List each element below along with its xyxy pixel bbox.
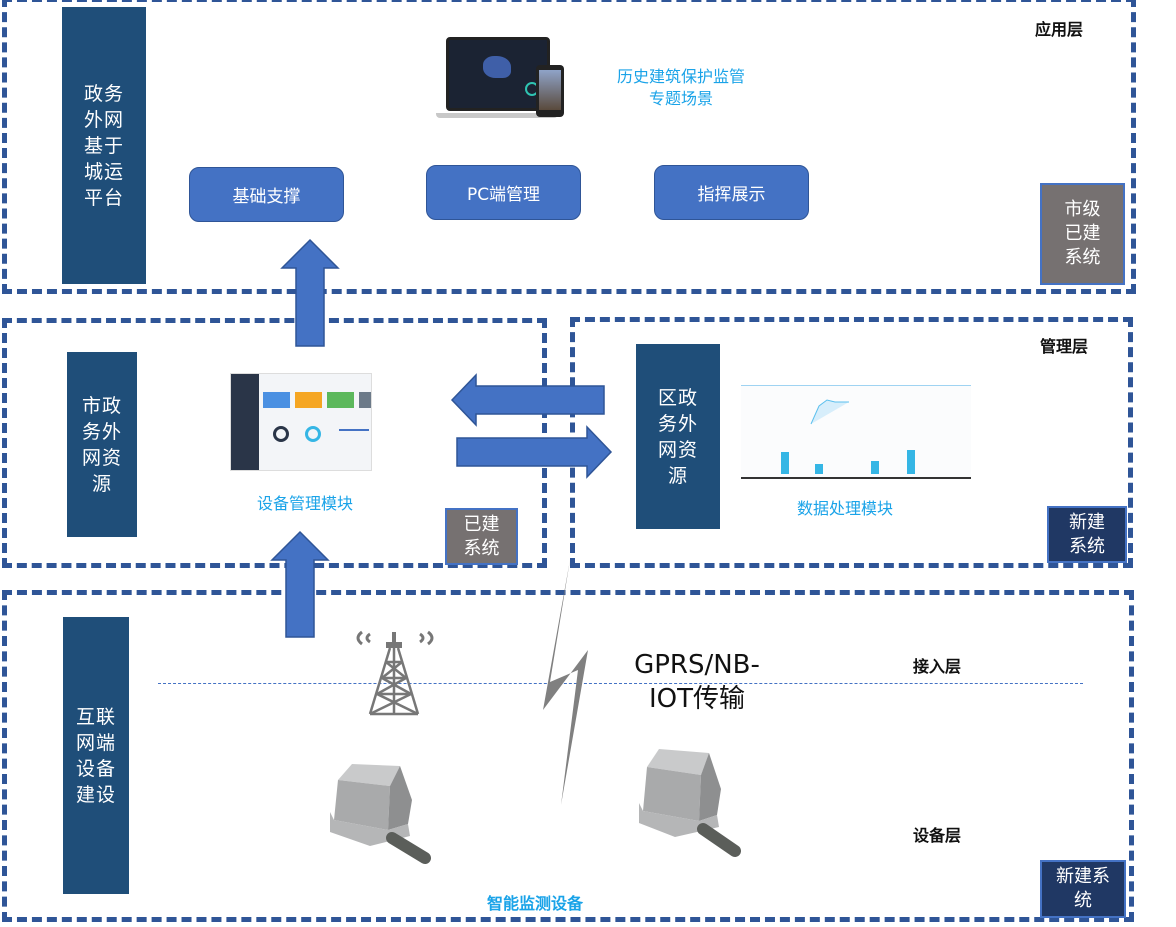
new-system-tag-device: 新建系 统: [1040, 860, 1126, 918]
laptop-base: [436, 113, 558, 118]
application-pillar: 政务 外网 基于 城运 平台: [62, 7, 146, 284]
data-processing-screenshot: [741, 385, 971, 479]
stat-card-grey: [359, 392, 371, 408]
stat-card-green: [327, 392, 354, 408]
screenshot-charts: [781, 399, 915, 474]
arrow-right-to-district-resource: [456, 425, 613, 479]
basic-support-button[interactable]: 基础支撑: [189, 167, 344, 222]
line-series: [810, 399, 849, 425]
management-layer-label: 管理层: [1040, 337, 1089, 356]
internet-device-pillar: 互联 网端 设备 建设: [63, 617, 129, 894]
pc-management-button[interactable]: PC端管理: [426, 165, 581, 220]
screenshot-sidebar: [231, 374, 259, 470]
access-device-zone: [2, 590, 1134, 922]
phone-screen: [539, 70, 561, 110]
phone: [536, 65, 564, 117]
municipal-resource-pillar: 市政 务外 网资 源: [67, 352, 137, 537]
existing-system-tag: 已建 系统: [445, 508, 518, 565]
command-display-button[interactable]: 指挥展示: [654, 165, 809, 220]
bar-3: [871, 461, 879, 474]
lightning-bolt-icon: [543, 560, 588, 805]
application-layer-zone: [2, 0, 1136, 294]
map-graphic: [483, 56, 511, 78]
arrow-up-to-management: [270, 530, 330, 638]
bar-4: [907, 450, 915, 474]
smart-monitoring-caption: 智能监测设备: [486, 894, 583, 913]
data-processing-caption: 数据处理模块: [796, 499, 893, 518]
bar-2: [815, 464, 823, 474]
new-system-tag-management: 新建 系统: [1047, 506, 1127, 563]
scene-caption: 历史建筑保护监管 专题场景: [616, 67, 745, 108]
sensor-device-1: [330, 764, 431, 864]
sensor-device-2: [639, 749, 741, 857]
laptop-screen: [446, 37, 550, 111]
cell-tower-icon: [356, 630, 434, 716]
stat-card-blue: [263, 392, 290, 408]
stat-card-orange: [295, 392, 322, 408]
arrow-left-to-device-management: [450, 373, 605, 427]
access-device-divider: [158, 683, 1083, 684]
arrow-up-to-application: [280, 238, 340, 347]
city-existing-system-tag: 市级 已建 系统: [1040, 183, 1125, 285]
device-management-caption: 设备管理模块: [256, 494, 353, 513]
access-layer-label: 接入层: [913, 657, 962, 676]
donut-1: [273, 426, 289, 442]
device-layer-label: 设备层: [913, 826, 962, 845]
device-management-screenshot: [230, 373, 372, 471]
application-layer-label: 应用层: [1035, 20, 1084, 39]
dashboard-device-mockup: [436, 35, 566, 120]
transmission-label: GPRS/NB- IOT传输: [634, 650, 760, 714]
bar-line: [339, 429, 369, 431]
donut-2: [305, 426, 321, 442]
district-resource-pillar: 区政 务外 网资 源: [636, 344, 720, 529]
bar-1: [781, 452, 789, 474]
